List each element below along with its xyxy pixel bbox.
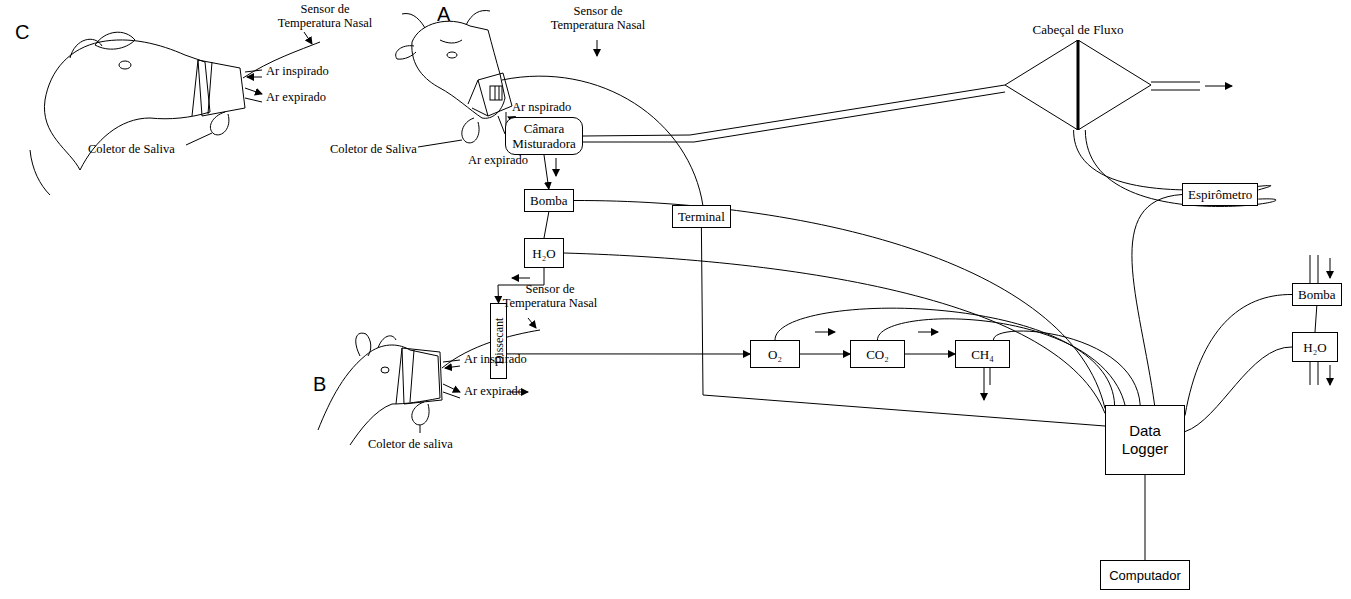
node-text: H₂O [532, 246, 555, 261]
sensor-label: Sensor de Temperatura Nasal [270, 2, 380, 30]
sensor-label: Sensor de Temperatura Nasal [495, 282, 605, 310]
connector [1185, 347, 1292, 432]
sensor-label: Sensor de Temperatura Nasal [543, 4, 653, 32]
connector [544, 155, 549, 189]
connector [583, 85, 1005, 136]
node-text: O₂ [768, 347, 782, 362]
mixing-chamber: Câmara Misturadora [505, 117, 583, 155]
node-text: CO₂ [866, 347, 889, 362]
water-trap-box: H₂O [524, 238, 564, 268]
connector [564, 253, 1105, 413]
collector-label: Coletor de saliva [368, 437, 453, 451]
water-trap-box: H₂O [1292, 332, 1338, 362]
pump-box: Bomba [524, 189, 574, 212]
terminal-box: Terminal [672, 205, 731, 228]
connector [1185, 294, 1292, 415]
data-logger: Data Logger [1105, 405, 1185, 475]
node-text: Computador [1109, 568, 1181, 583]
node-text: H₂O [1303, 340, 1326, 355]
connector [507, 353, 750, 354]
collector-label: Coletor de Saliva [88, 142, 175, 156]
connector [775, 308, 1115, 405]
air-label: Ar nspirado [512, 100, 571, 114]
air-label: Ar inspirado [464, 352, 527, 366]
connector [1074, 130, 1271, 190]
air-label: Ar inspirado [266, 64, 329, 78]
carbon-dioxide-analyser: CO₂ [850, 340, 905, 368]
sheep-head [30, 32, 320, 195]
computer-box: Computador [1100, 560, 1190, 590]
air-label: Ar expirado [266, 90, 326, 104]
desiccant-column: Dissecant [490, 303, 507, 379]
connector [877, 319, 1125, 405]
node-text: Cabeçal de Fluxo [1031, 22, 1126, 37]
connector [800, 354, 850, 355]
connector [544, 212, 549, 238]
connector [993, 331, 1140, 405]
node-text: Data Logger [1111, 422, 1179, 458]
panel-letter: C [15, 20, 29, 44]
panel-letter: A [437, 2, 450, 26]
connector [1132, 195, 1182, 406]
panel-letter: B [313, 372, 326, 396]
methane-analyser: CH₄ [955, 340, 1010, 368]
air-label: Ar expirado [464, 384, 524, 398]
air-label: Ar expirado [468, 153, 528, 167]
connector [701, 228, 1105, 426]
spirometer-box: Espirômetro [1182, 183, 1258, 206]
collector-label: Coletor de Saliva [330, 142, 417, 156]
node-text: Bomba [1298, 287, 1336, 302]
node-text: Bomba [530, 193, 568, 208]
flow-head: Cabeçal de Fluxo [1005, 22, 1151, 130]
connector [574, 200, 1105, 408]
connector [1145, 475, 1146, 560]
node-text: CH₄ [971, 347, 994, 362]
node-text: Espirômetro [1188, 187, 1252, 202]
node-text: Terminal [678, 209, 725, 224]
oxygen-analyser: O₂ [750, 340, 800, 368]
pump-box: Bomba [1292, 283, 1342, 306]
connector [905, 354, 955, 355]
flow-head-shape [1005, 40, 1151, 130]
node-text: Câmara Misturadora [511, 121, 577, 151]
connector [1315, 306, 1317, 332]
